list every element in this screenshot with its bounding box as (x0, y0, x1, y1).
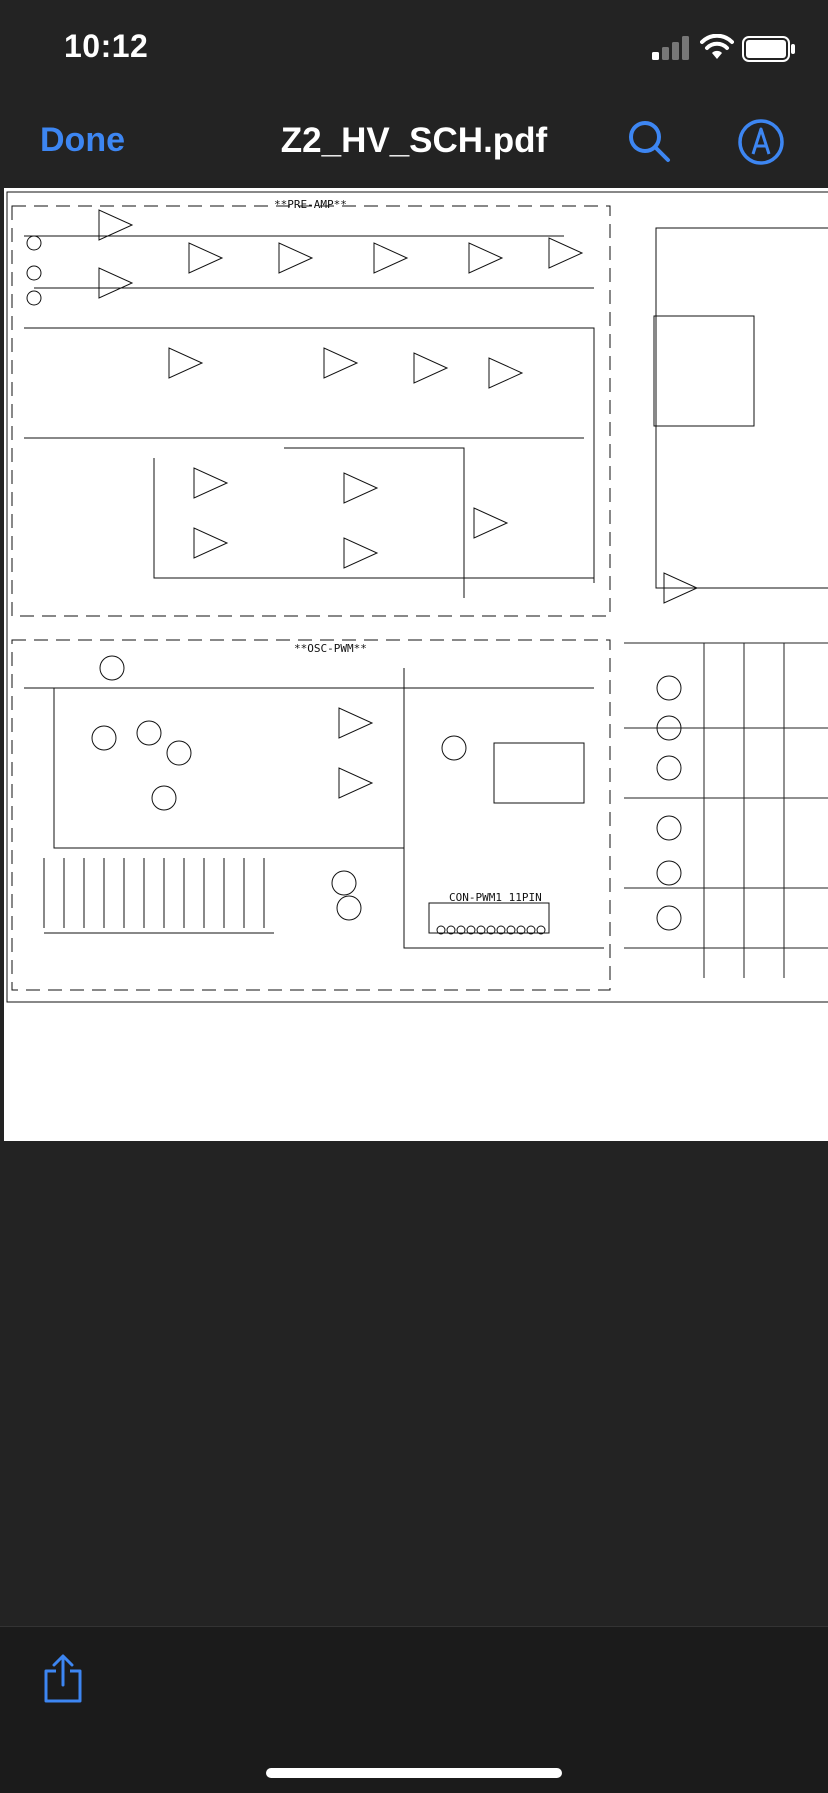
status-bar: 10:12 (0, 0, 828, 100)
battery-icon (742, 36, 795, 62)
markup-pen-icon[interactable] (737, 118, 785, 166)
connector-label: CON-PWM1 11PIN (449, 891, 542, 904)
wifi-icon (700, 34, 734, 59)
section-preamp-label: **PRE-AMP** (274, 198, 347, 211)
bottom-toolbar (0, 1626, 828, 1793)
pdf-page[interactable]: **PRE-AMP** **OSC-PWM** CON-PWM1 11PIN (4, 188, 828, 1141)
done-button[interactable]: Done (40, 121, 125, 159)
share-icon[interactable] (42, 1653, 84, 1705)
status-time: 10:12 (64, 28, 149, 64)
cellular-signal-icon (652, 36, 689, 60)
section-osc-label: **OSC-PWM** (294, 642, 367, 655)
document-title: Z2_HV_SCH.pdf (280, 121, 548, 160)
search-icon[interactable] (626, 118, 672, 164)
home-indicator[interactable] (266, 1768, 562, 1778)
schematic-drawing: **PRE-AMP** **OSC-PWM** CON-PWM1 11PIN (6, 191, 828, 1003)
nav-bar: Done Z2_HV_SCH.pdf (0, 100, 828, 186)
